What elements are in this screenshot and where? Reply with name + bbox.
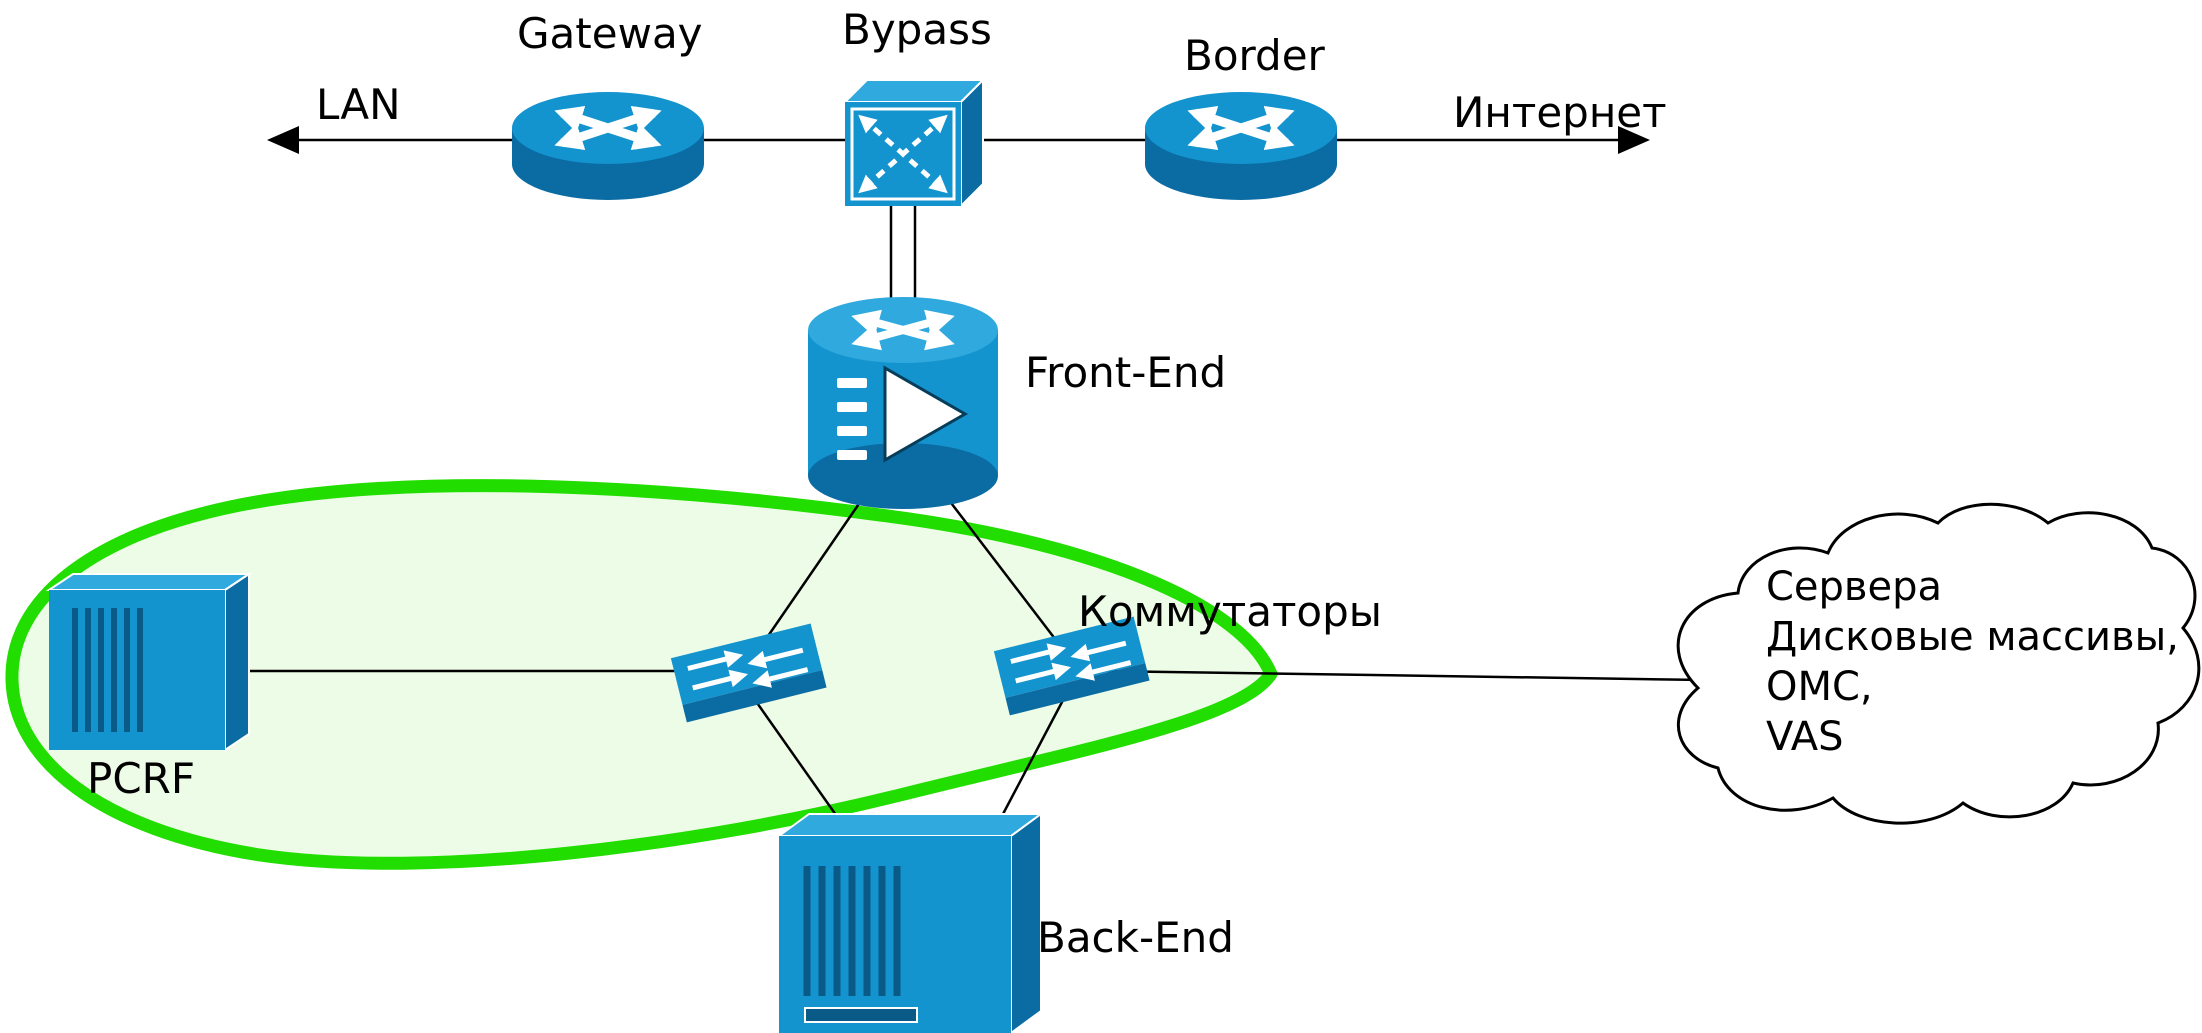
link-frontend-switch-left [753,494,867,656]
pcrf-server-icon [45,572,253,752]
gateway-label: Gateway [517,9,703,58]
cloud-line-1: Сервера [1766,564,1942,610]
bypass-icon [842,77,986,209]
back-end-server-icon [775,812,1045,1033]
cloud-line-3: ОМС, [1766,664,1873,710]
bypass-label: Bypass [842,5,992,54]
cloud-line-2: Дисковые массивы, [1766,614,2179,660]
switches-label: Коммутаторы [1078,587,1382,636]
front-end-label: Front-End [1025,348,1226,397]
border-router-icon [1145,92,1337,200]
cloud-shape [1676,502,2201,825]
cloud-text: Сервера Дисковые массивы, ОМС, VAS [1766,564,2179,760]
link-switch-right-cloud [1099,669,1706,682]
back-end-label: Back-End [1037,913,1234,962]
internet-label: Интернет [1453,88,1667,137]
internet-arrowhead [1618,126,1650,154]
cloud-line-4: VAS [1766,714,1844,760]
border-label: Border [1184,31,1326,80]
cluster-highlight [5,479,1278,870]
front-end-icon [808,297,998,509]
gateway-router-icon [512,92,704,200]
lan-label: LAN [316,80,401,129]
pcrf-label: PCRF [87,754,195,803]
link-frontend-switch-right [944,494,1063,649]
lan-arrowhead [267,126,299,154]
